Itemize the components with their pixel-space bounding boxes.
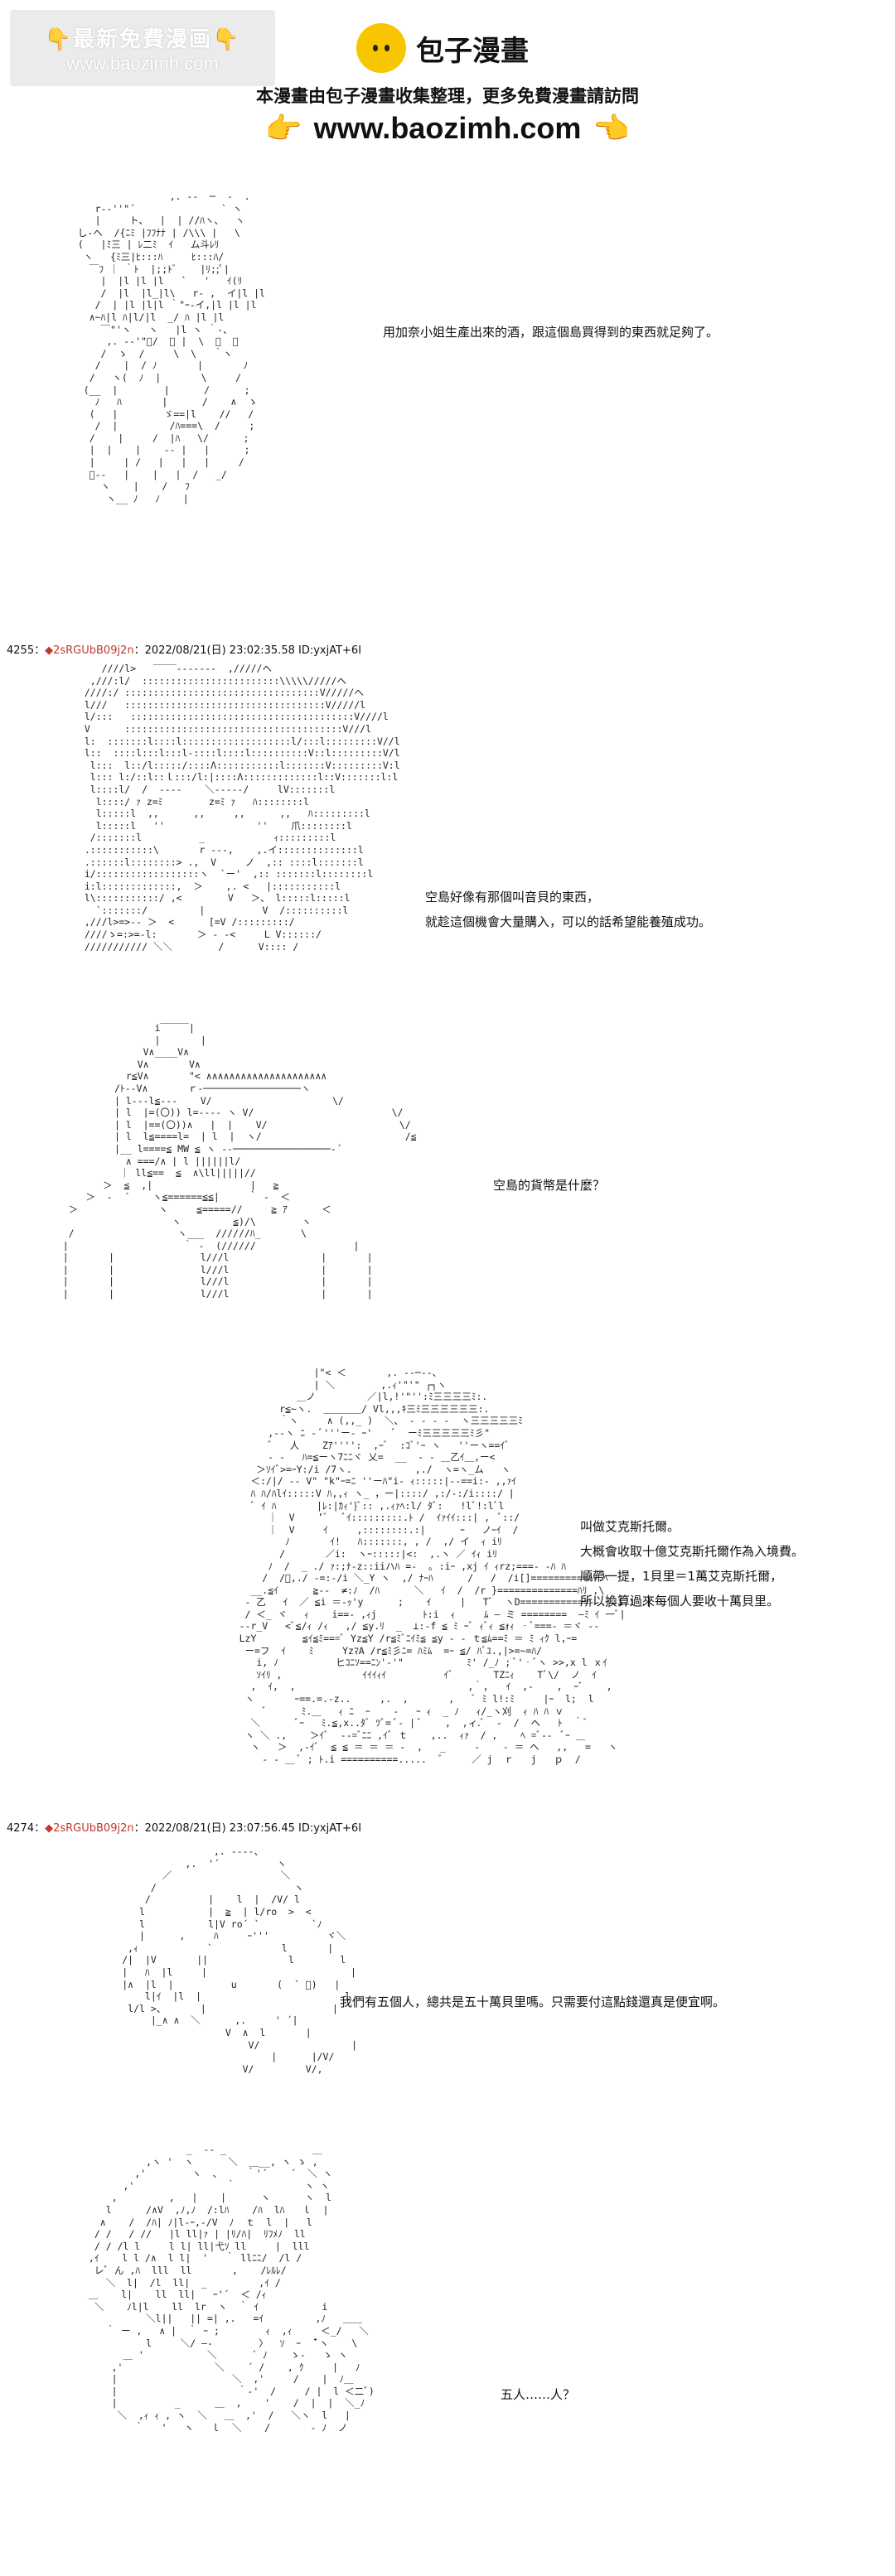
watermark-line1: 最新免費漫画 [72, 27, 212, 52]
ascii-art-1: ,. -‐ ─ - . r‐‐''"´ ` ヽ | ト、 | | //ﾊヽ、 ヽ… [77, 191, 265, 504]
brand-tagline: 本漫畫由包子漫畫收集整理，更多免費漫畫請訪問 [256, 86, 639, 106]
baozi-logo-icon [356, 23, 406, 73]
ascii-art-2: ////l> ‾‾‾‾--‐‐‐-- ,/////ヘ ,///:l/ :::::… [84, 663, 400, 953]
dialogue-5: 我們有五個人，總共是五十萬貝里嗎。只需要付這點錢還真是便宜啊。 [340, 1995, 726, 2009]
dialogue-1: 用加奈小姐生產出來的酒，跟這個島買得到的東西就足夠了。 [383, 325, 719, 340]
ascii-art-6: _ ‐‐ _ ＿ ,ヽ ' ヽ ＼ ＿__, ヽ ゝ , ,' ヽ ､ ｀'´ … [88, 2144, 375, 2434]
watermark-line2: www.baozimh.com [66, 52, 219, 74]
post-header-4274: 4274：◆2sRGUbB09j2n：2022/08/21(日) 23:07:5… [7, 1822, 362, 1835]
watermark: 👇最新免費漫画👇 www.baozimh.com [10, 10, 275, 86]
brand-header: 包子漫畫 [356, 23, 529, 73]
ascii-art-3: i￣￣￣| | | V∧____V∧ V∧ V∧ r≦V∧ "< ∧∧∧∧∧∧∧… [62, 1022, 417, 1300]
site-url[interactable]: www.baozimh.com [313, 111, 582, 145]
dialogue-3: 空島的貨幣是什麼？ [493, 1178, 606, 1193]
post-header-4255: 4255：◆2sRGUbB09j2n：2022/08/21(日) 23:02:3… [7, 644, 362, 657]
brand-name: 包子漫畫 [416, 34, 529, 68]
hand-right-icon: 👉 [264, 111, 302, 145]
dialogue-4: 叫做艾克斯托爾。 大概會收取十億艾克斯托爾作為入境費。 順帶一提，1貝里＝1萬艾… [580, 1519, 805, 1609]
hand-left-icon: 👈 [593, 111, 631, 145]
poster-name: ◆2sRGUbB09j2n [45, 644, 134, 657]
dialogue-2: 空島好像有那個叫音貝的東西， 就趁這個機會大量購入，可以的話希望能養殖成功。 [425, 890, 712, 929]
ascii-art-5: ,. ‐-‐-、 ,. '´ ヽ ／ ＼ / ヽ / | l | /V/ l l… [122, 1845, 358, 2075]
brand-site[interactable]: 👉 www.baozimh.com 👈 [0, 111, 895, 146]
dialogue-6: 五人……人？ [501, 2387, 576, 2402]
poster-name: ◆2sRGUbB09j2n [45, 1822, 134, 1835]
ascii-art-4: |"< ＜ ,. -‐─‐-、 | ＼ ,.ｨ'"'" ┌┐ヽ ＿ノ ／|l,!… [239, 1367, 652, 1765]
